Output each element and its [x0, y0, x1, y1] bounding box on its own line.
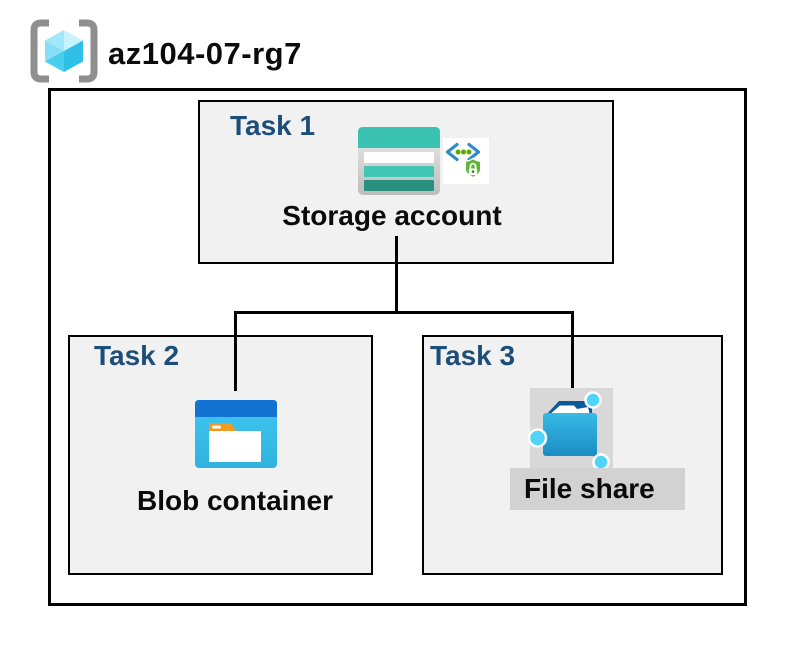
file-share-icon — [527, 391, 610, 471]
connector-storage-down — [395, 236, 398, 313]
secure-access-icon — [443, 138, 489, 184]
file-share-label-bar: File share — [510, 468, 685, 510]
blob-container-label: Blob container — [136, 485, 334, 516]
task1-label: Task 1 — [230, 110, 316, 141]
task1-box: Task 1 Storage account — [198, 100, 614, 264]
task2-label: Task 2 — [94, 340, 180, 371]
task3-label: Task 3 — [430, 340, 516, 371]
storage-account-label: Storage account — [282, 200, 502, 231]
file-share-icon-panel — [527, 388, 613, 471]
task2-box: Task 2 Blob container — [68, 335, 373, 575]
connector-horizontal — [234, 311, 574, 314]
resource-group-name: az104-07-rg7 — [108, 36, 302, 71]
storage-account-icon — [358, 127, 440, 195]
connector-to-fileshare — [571, 311, 574, 390]
resource-group-icon — [30, 19, 98, 83]
file-share-label: File share — [524, 473, 655, 504]
blob-container-icon — [195, 400, 277, 468]
connector-to-blob — [234, 311, 237, 391]
